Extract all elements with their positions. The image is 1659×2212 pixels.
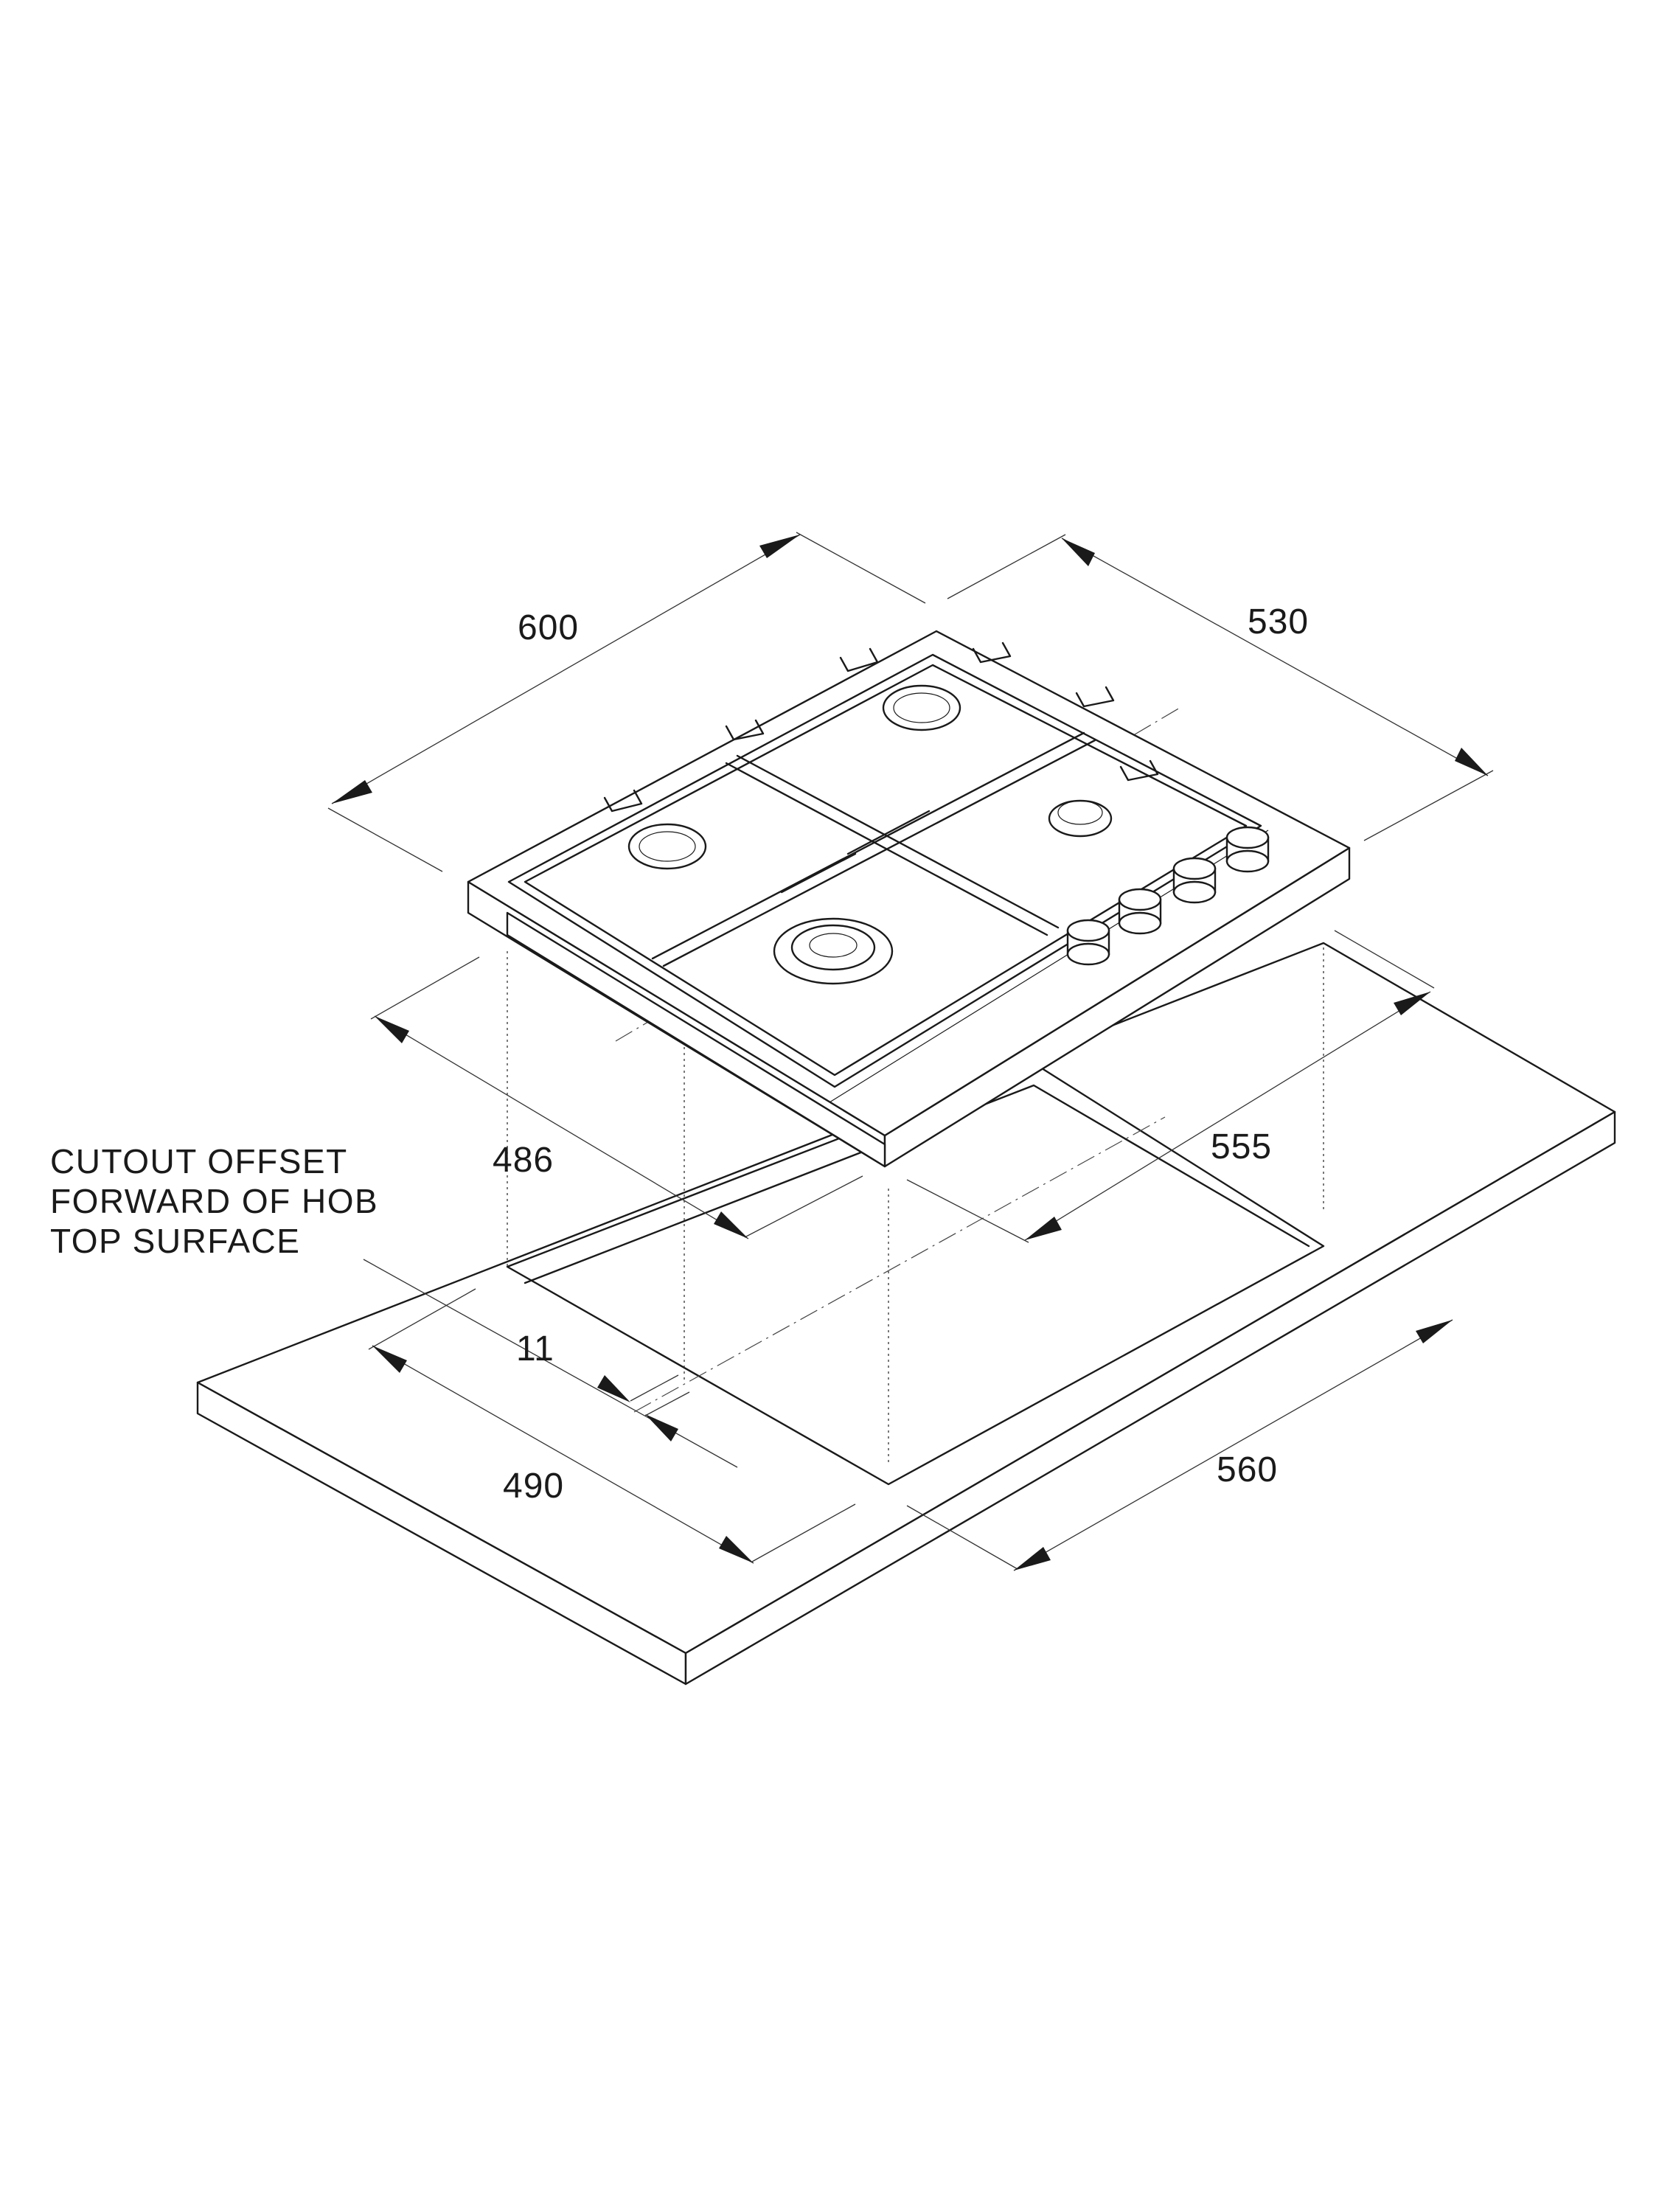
hob-body bbox=[467, 630, 1351, 1168]
note-line-3: TOP SURFACE bbox=[50, 1222, 301, 1260]
burner-wok-front bbox=[773, 917, 894, 985]
dimension-11 bbox=[363, 1259, 738, 1468]
dim-label-11: 11 bbox=[516, 1329, 554, 1368]
worktop-slab bbox=[196, 942, 1616, 1686]
dim-label-600: 600 bbox=[518, 608, 580, 647]
dim-label-490: 490 bbox=[503, 1467, 565, 1506]
projection-lines bbox=[507, 947, 1324, 1464]
dimension-560 bbox=[906, 1319, 1453, 1571]
dimension-600 bbox=[327, 532, 926, 872]
dim-label-555: 555 bbox=[1211, 1127, 1273, 1166]
knob-3 bbox=[1172, 857, 1217, 904]
control-knobs bbox=[1066, 826, 1270, 966]
dim-label-530: 530 bbox=[1248, 602, 1310, 641]
burner-right bbox=[1048, 799, 1113, 838]
knob-2 bbox=[1118, 888, 1162, 935]
dimension-490 bbox=[368, 1288, 856, 1564]
note-line-2: FORWARD OF HOB bbox=[50, 1182, 379, 1220]
dimension-486 bbox=[370, 956, 863, 1239]
knob-4 bbox=[1225, 826, 1270, 873]
note-line-1: CUTOUT OFFSET bbox=[50, 1142, 348, 1180]
dim-label-486: 486 bbox=[493, 1141, 554, 1180]
burner-left bbox=[627, 823, 707, 870]
dimension-530 bbox=[947, 534, 1494, 841]
dim-label-560: 560 bbox=[1217, 1450, 1279, 1489]
burner-rear bbox=[882, 684, 961, 731]
dimension-555 bbox=[906, 930, 1435, 1243]
knob-1 bbox=[1066, 919, 1110, 966]
cutout-offset-note: CUTOUT OFFSET FORWARD OF HOB TOP SURFACE bbox=[50, 1141, 378, 1261]
